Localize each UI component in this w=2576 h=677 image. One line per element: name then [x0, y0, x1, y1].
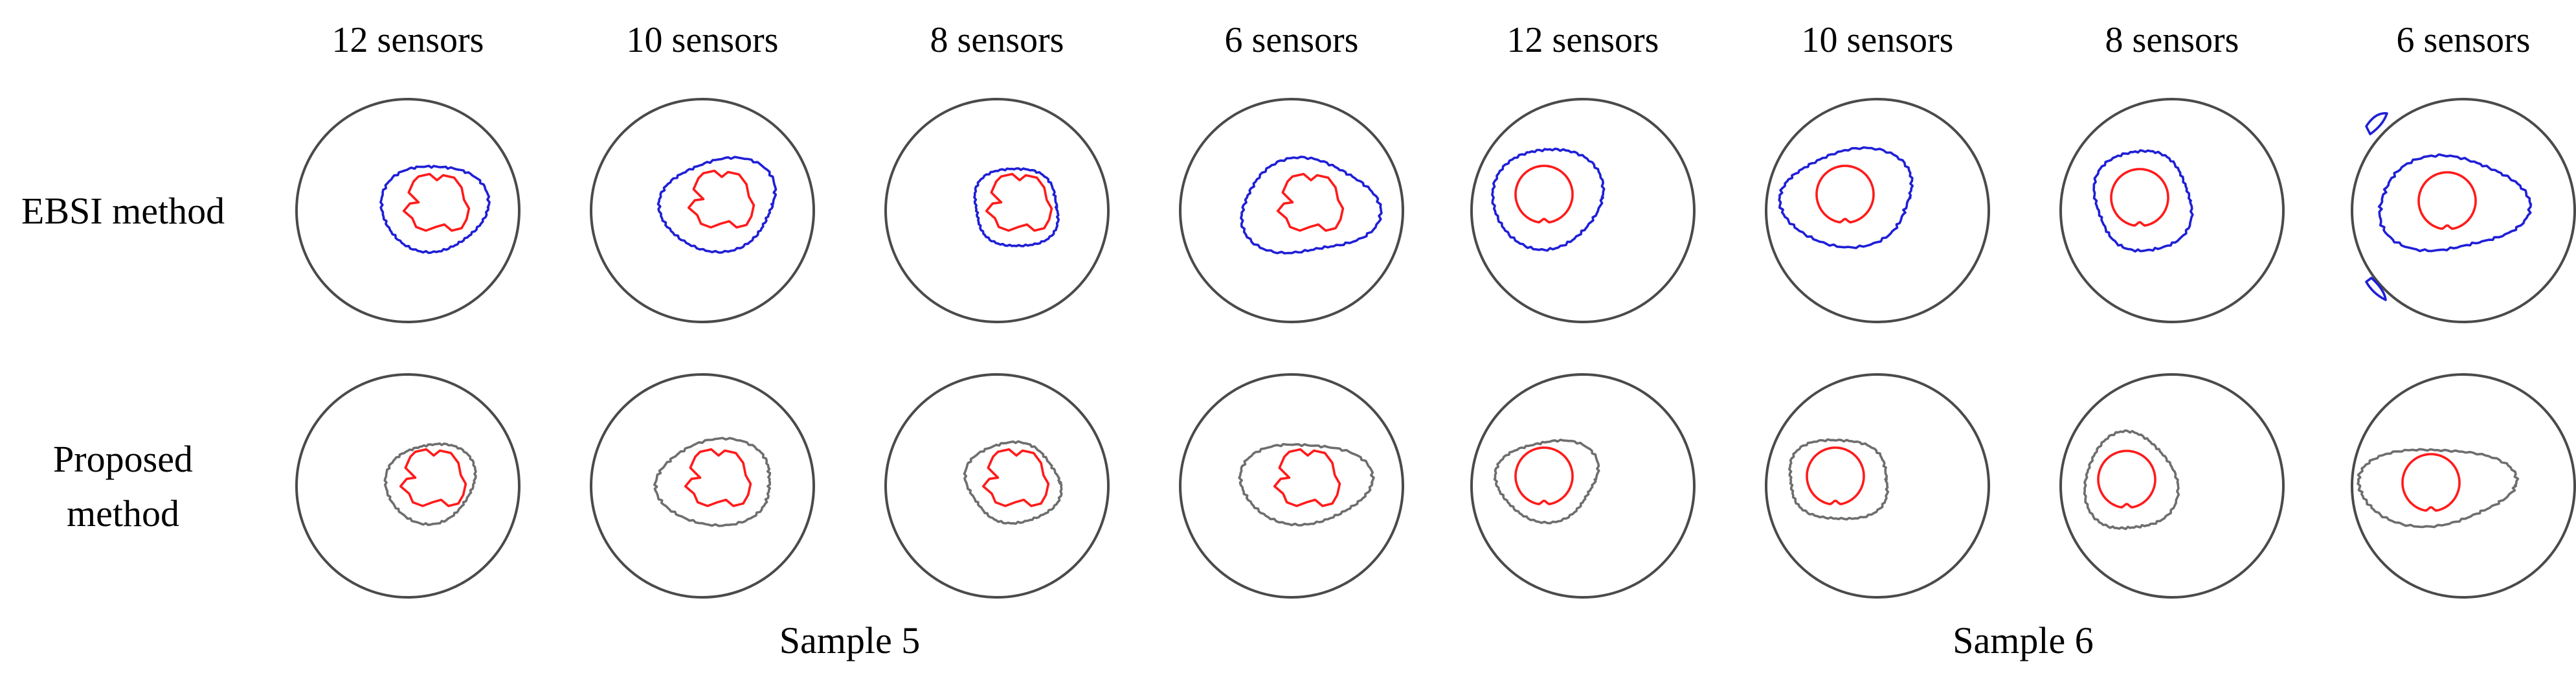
ebsi-reconstruction [656, 155, 778, 254]
column-label-7: 8 sensors [2105, 20, 2239, 60]
proposed-reconstruction [1493, 439, 1600, 525]
true-inclusion [687, 169, 756, 229]
panel-ebsi-col-1 [295, 98, 521, 323]
domain-boundary [295, 373, 521, 599]
row-label-ebsi-line-1: EBSI method [21, 190, 225, 232]
column-labels: 12 sensors 10 sensors 8 sensors 6 sensors 12… [332, 20, 2531, 60]
column-label-3: 8 sensors [930, 20, 1064, 60]
panel-ebsi-col-6 [1765, 98, 1990, 323]
column-label-8: 6 sensors [2397, 20, 2531, 60]
panel-ebsi-col-7 [2059, 98, 2285, 323]
true-inclusion [1514, 446, 1574, 505]
proposed-reconstruction [1238, 442, 1375, 527]
true-inclusion [2417, 171, 2477, 230]
true-inclusion [1276, 172, 1345, 232]
ebsi-reconstruction [973, 167, 1060, 247]
domain-boundary [884, 373, 1110, 599]
panel-proposed-col-2 [590, 373, 815, 599]
domain-boundary [884, 98, 1110, 323]
domain-boundary [1470, 98, 1696, 323]
ebsi-reconstruction [1778, 146, 1914, 249]
true-inclusion [1815, 165, 1875, 224]
column-label-6: 10 sensors [1802, 20, 1954, 60]
true-inclusion [2401, 453, 2461, 512]
domain-boundary [2351, 98, 2576, 323]
true-inclusion [684, 448, 752, 507]
domain-boundary [1179, 373, 1404, 599]
panel-ebsi-col-2 [590, 98, 815, 323]
domain-boundary [590, 98, 815, 323]
ebsi-reconstruction [2377, 153, 2533, 253]
panel-ebsi-col-4 [1179, 98, 1404, 323]
domain-boundary [1179, 98, 1404, 323]
row-label-proposed-line-1: Proposed [53, 438, 193, 480]
proposed-reconstruction [2083, 429, 2180, 531]
domain-boundary [295, 98, 521, 323]
column-label-4: 6 sensors [1225, 20, 1359, 60]
sample-label-2: Sample 6 [1953, 619, 2093, 661]
panel-ebsi-col-5 [1470, 98, 1696, 323]
panel-ebsi-col-8 [2351, 98, 2576, 323]
panel-proposed-col-1 [295, 373, 521, 599]
panel-proposed-col-4 [1179, 373, 1404, 599]
ebsi-artifact [2365, 112, 2388, 135]
proposed-reconstruction [1788, 438, 1890, 521]
panel-grid [295, 98, 2576, 599]
true-inclusion [985, 172, 1053, 232]
true-inclusion [399, 448, 467, 507]
ebsi-reconstruction [1240, 155, 1383, 255]
true-inclusion [402, 172, 471, 232]
panel-proposed-col-3 [884, 373, 1110, 599]
row-label-proposed-line-2: method [67, 492, 179, 534]
panel-proposed-col-5 [1470, 373, 1696, 599]
domain-boundary [590, 373, 815, 599]
sample-labels: Sample 5 Sample 6 [779, 619, 2094, 661]
panel-proposed-col-7 [2059, 373, 2285, 599]
domain-boundary [2059, 98, 2285, 323]
domain-boundary [2351, 373, 2576, 599]
true-inclusion [981, 448, 1050, 507]
panel-ebsi-col-3 [884, 98, 1110, 323]
column-label-1: 12 sensors [332, 20, 484, 60]
ebsi-reconstruction [379, 165, 491, 255]
proposed-reconstruction [653, 437, 772, 527]
domain-boundary [2059, 373, 2285, 599]
domain-boundary [1470, 373, 1696, 599]
true-inclusion [1514, 165, 1574, 224]
proposed-reconstruction [963, 440, 1063, 525]
column-label-5: 12 sensors [1507, 20, 1659, 60]
ebsi-artifact [2365, 277, 2387, 301]
ebsi-reconstruction [2092, 149, 2194, 253]
sample-label-1: Sample 5 [779, 619, 920, 661]
true-inclusion [2110, 168, 2169, 227]
true-inclusion [2097, 450, 2156, 509]
column-label-2: 10 sensors [627, 20, 779, 60]
true-inclusion [1273, 448, 1341, 507]
true-inclusion [1806, 446, 1865, 505]
panel-proposed-col-6 [1765, 373, 1990, 599]
domain-boundary [1765, 98, 1990, 323]
domain-boundary [1765, 373, 1990, 599]
ebsi-reconstruction [1491, 147, 1606, 252]
panel-proposed-col-8 [2351, 373, 2576, 599]
proposed-reconstruction [383, 442, 477, 527]
proposed-reconstruction [2357, 448, 2520, 529]
